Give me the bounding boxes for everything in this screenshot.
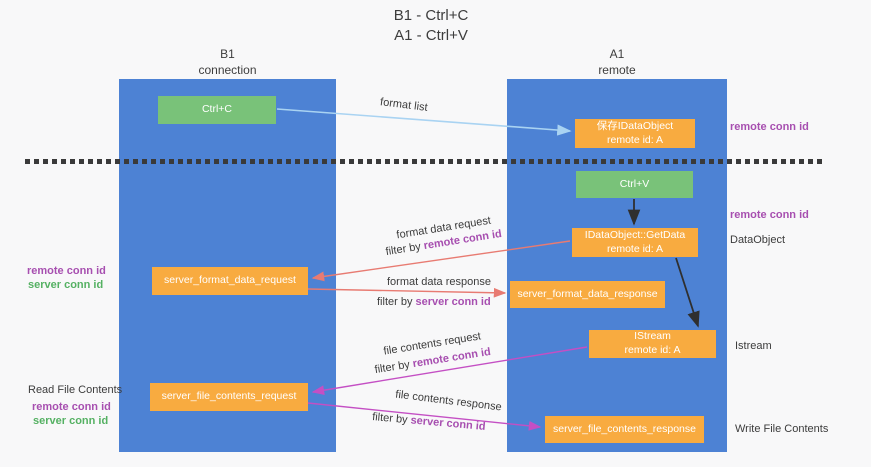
node-server-format-data-request: server_format_data_request [152, 267, 308, 295]
annotation-remote-conn-id-bottom-left: remote conn id [32, 401, 111, 413]
node-server-file-contents-response: server_file_contents_response [545, 416, 704, 443]
phase-divider-dashed-line [25, 159, 825, 164]
annotation-read-file-contents: Read File Contents [28, 384, 123, 396]
annotation-remote-conn-id-left: remote conn id [27, 265, 106, 277]
lane-b1-role: connection [198, 62, 257, 77]
getdata-line1: IDataObject::GetData [584, 228, 686, 241]
lane-header-b1: B1 connection [119, 47, 336, 78]
save-idataobject-line2: remote id: A [606, 133, 664, 146]
istream-line1: IStream [634, 330, 671, 343]
ctrl-v-label: Ctrl+V [619, 177, 650, 190]
annotation-server-conn-id-bottom-left: server conn id [33, 415, 109, 427]
title-line-2: A1 - Ctrl+V [394, 27, 468, 45]
server-file-contents-response-label: server_file_contents_response [552, 422, 696, 435]
edge-label-format-data-response-filter: filter by server conn id [377, 296, 491, 308]
annotation-remote-conn-id-mid-right: remote conn id [730, 209, 809, 221]
diagram-title: B1 - Ctrl+C A1 - Ctrl+V [331, 6, 531, 47]
edge-label-file-contents-response-filter: filter by server conn id [372, 411, 486, 433]
annotation-istream: Istream [735, 340, 772, 352]
filter-by-text: filter by [373, 358, 414, 377]
lane-a1-role: remote [598, 62, 636, 77]
lane-a1-name: A1 [609, 47, 625, 61]
node-server-format-data-response: server_format_data_response [510, 281, 665, 308]
format-data-response-arrow [307, 287, 507, 298]
edge-label-file-contents-response: file contents response [394, 388, 503, 414]
server-format-data-response-label: server_format_data_response [517, 287, 658, 300]
edge-label-format-data-response: format data response [387, 276, 491, 288]
istream-line2: remote id: A [624, 344, 681, 356]
filter-by-text: filter by [371, 411, 412, 427]
annotation-write-file-contents: Write File Contents [735, 423, 829, 435]
annotation-remote-conn-id-top-right: remote conn id [730, 121, 809, 133]
annotation-dataobject: DataObject [730, 234, 786, 246]
node-istream: IStream remote id: A [589, 330, 716, 358]
getdata-line2: remote id: A [606, 242, 664, 255]
lane-b1-name: B1 [220, 47, 235, 61]
save-idataobject-line1: 保存IDataObject [596, 119, 674, 132]
title-line-1: B1 - Ctrl+C [393, 7, 469, 24]
node-ctrl-v: Ctrl+V [576, 171, 693, 198]
ctrl-c-label: Ctrl+C [201, 103, 233, 116]
annotation-server-conn-id-left: server conn id [28, 279, 104, 291]
filter-by-text: filter by [377, 296, 416, 308]
node-server-file-contents-request: server_file_contents_request [150, 383, 308, 411]
edge-label-format-list: format list [379, 96, 429, 114]
server-file-contents-request-label: server_file_contents_request [161, 390, 297, 403]
server-conn-id-emphasis: server conn id [410, 414, 487, 433]
node-ctrl-c: Ctrl+C [158, 96, 276, 124]
filter-by-text: filter by [384, 240, 425, 259]
node-save-idataobject: 保存IDataObject remote id: A [575, 119, 695, 148]
node-idataobject-getdata: IDataObject::GetData remote id: A [572, 228, 698, 257]
lane-header-a1: A1 remote [507, 47, 727, 78]
server-conn-id-emphasis: server conn id [415, 296, 491, 308]
server-format-data-request-label: server_format_data_request [164, 274, 296, 287]
